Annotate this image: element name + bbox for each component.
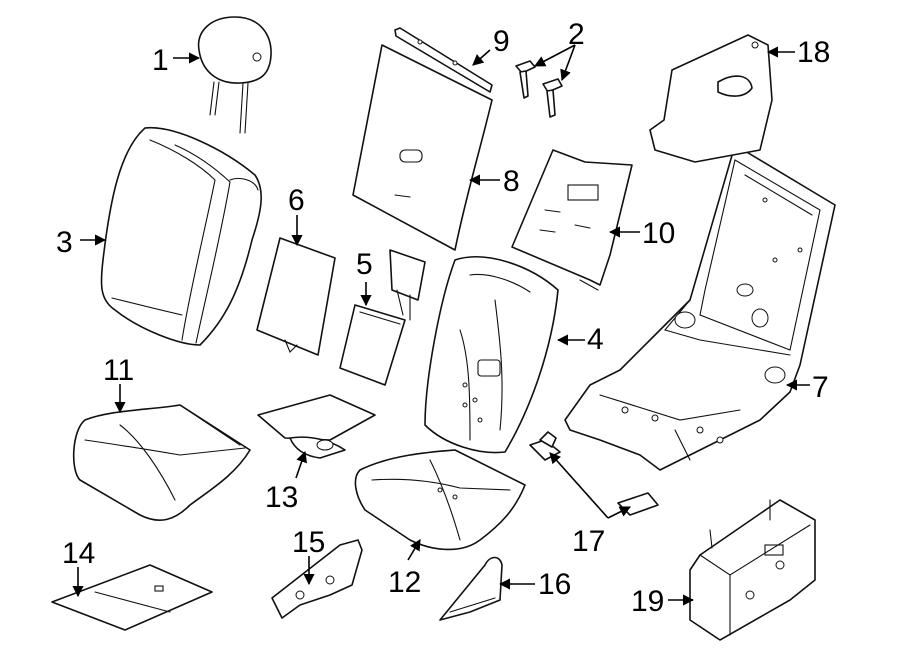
callout-5: 5 bbox=[356, 248, 373, 281]
module-part bbox=[689, 499, 816, 641]
leader-lines bbox=[72, 44, 810, 606]
callout-4: 4 bbox=[587, 323, 604, 356]
cushion-cover-part bbox=[72, 404, 251, 521]
seatback-foam-part bbox=[424, 256, 559, 454]
callout-17: 17 bbox=[572, 525, 605, 558]
callout-15: 15 bbox=[292, 526, 325, 559]
seat-frame-part bbox=[564, 144, 836, 471]
leader-17b bbox=[607, 506, 632, 519]
callout-12: 12 bbox=[388, 566, 421, 599]
callout-labels: 1 2 3 4 5 6 7 8 9 10 11 12 13 14 15 16 1… bbox=[56, 18, 830, 618]
side-trim-left-part bbox=[271, 539, 363, 619]
leader-9 bbox=[472, 49, 491, 66]
leader-2b bbox=[560, 44, 576, 82]
back-panel-part bbox=[256, 237, 336, 356]
side-trim-right-part bbox=[439, 556, 503, 621]
callout-8: 8 bbox=[503, 165, 520, 198]
callout-9: 9 bbox=[493, 25, 510, 58]
leader-17a bbox=[549, 452, 609, 519]
bracket-plate-part bbox=[511, 149, 633, 291]
seatback-cover-part bbox=[100, 127, 262, 346]
leader-13 bbox=[295, 450, 307, 479]
bolts-part bbox=[515, 60, 563, 118]
callout-2: 2 bbox=[568, 18, 585, 51]
callout-3: 3 bbox=[56, 226, 73, 259]
callout-13: 13 bbox=[265, 481, 298, 514]
callout-18: 18 bbox=[797, 36, 830, 69]
callout-11: 11 bbox=[103, 354, 134, 387]
callout-1: 1 bbox=[152, 44, 169, 77]
seat-pan-part bbox=[257, 394, 376, 459]
mat-part bbox=[51, 564, 213, 631]
leader-12 bbox=[407, 539, 421, 561]
headrest-part bbox=[197, 16, 272, 134]
callout-6: 6 bbox=[288, 184, 305, 217]
leader-2a bbox=[534, 44, 576, 67]
callout-7: 7 bbox=[812, 371, 829, 404]
callout-10: 10 bbox=[642, 217, 675, 250]
callout-14: 14 bbox=[62, 537, 95, 570]
cushion-foam-part bbox=[354, 449, 526, 551]
trim-strip-part bbox=[394, 27, 493, 93]
pocket-part bbox=[339, 249, 426, 386]
callout-19: 19 bbox=[631, 585, 664, 618]
callout-16: 16 bbox=[538, 568, 571, 601]
side-shield-part bbox=[649, 34, 773, 163]
